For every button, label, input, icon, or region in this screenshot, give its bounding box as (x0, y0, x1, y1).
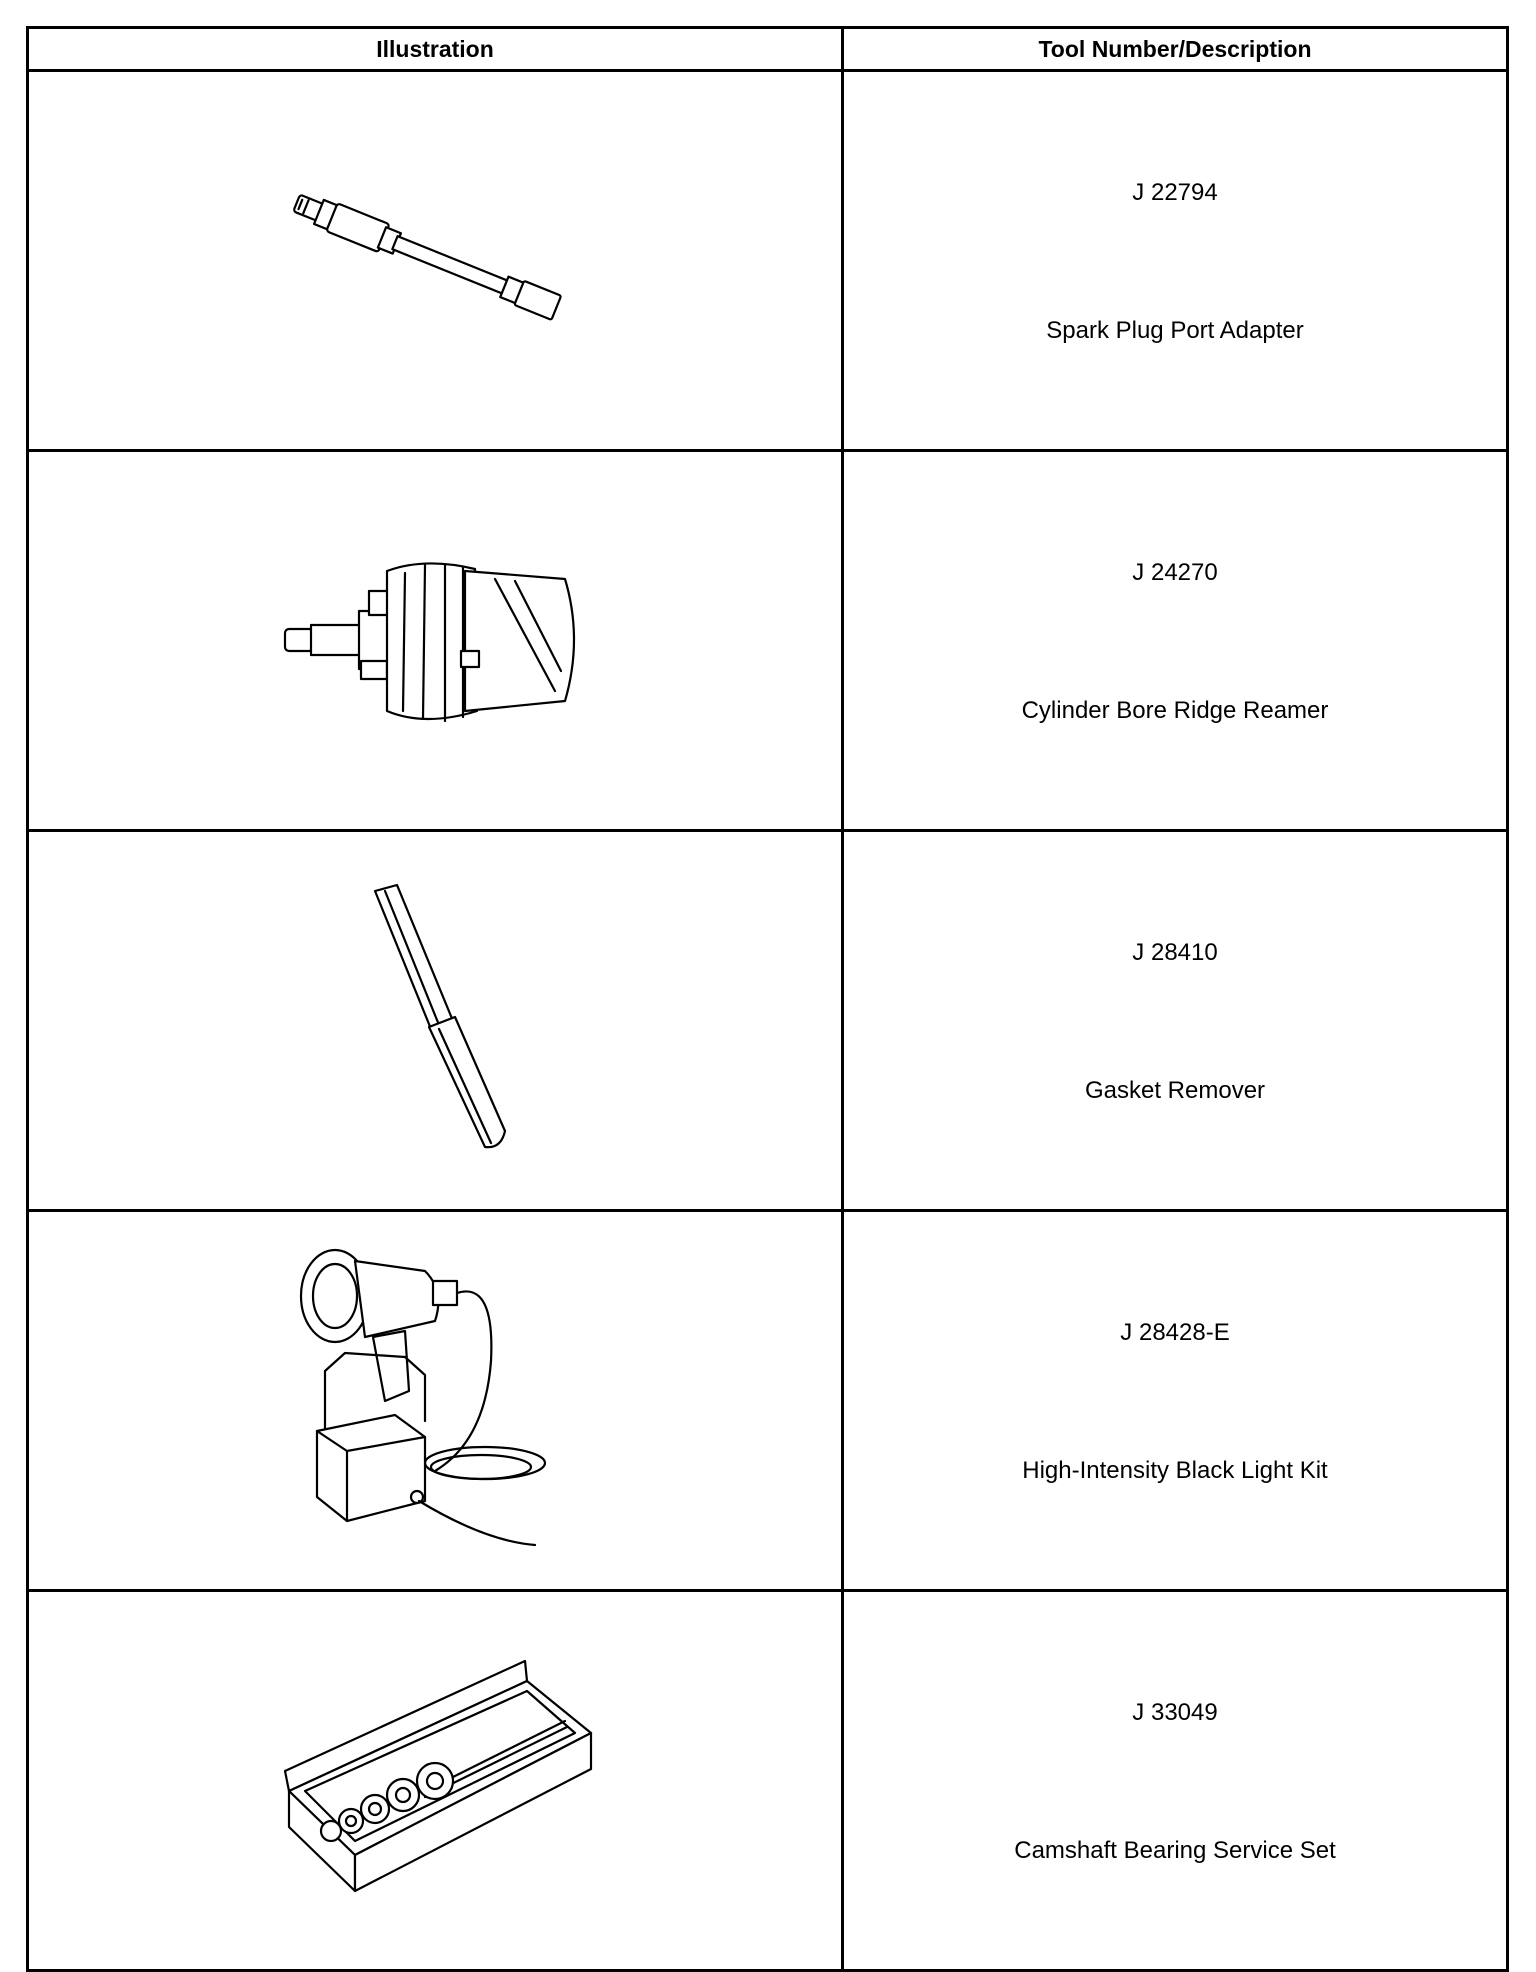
illustration-cell (26, 69, 844, 452)
description-cell: J 24270 Cylinder Bore Ridge Reamer (841, 449, 1509, 832)
table-row: J 28428-E High-Intensity Black Light Kit (26, 1209, 1509, 1592)
tool-header: Tool Number/Description (841, 26, 1509, 72)
camshaft-bearing-set-icon (283, 1659, 593, 1892)
spark-plug-port-adapter-icon (293, 193, 562, 320)
illustration-cell (26, 1209, 844, 1592)
table-row: J 22794 Spark Plug Port Adapter (26, 69, 1509, 452)
gasket-remover-icon (373, 883, 507, 1148)
header-row: Illustration Tool Number/Description (26, 26, 1509, 72)
table-row: J 28410 Gasket Remover (26, 829, 1509, 1212)
table-row: J 24270 Cylinder Bore Ridge Reamer (26, 449, 1509, 832)
illustration-cell (26, 1589, 844, 1972)
tool-description: Camshaft Bearing Service Set (1014, 1837, 1336, 1864)
illustration-header: Illustration (26, 26, 844, 72)
table-row: J 33049 Camshaft Bearing Service Set (26, 1589, 1509, 1972)
ridge-reamer-icon (283, 561, 576, 722)
black-light-kit-icon (299, 1248, 547, 1546)
illustration-cell (26, 449, 844, 832)
description-cell: J 33049 Camshaft Bearing Service Set (841, 1589, 1509, 1972)
tools-table: Illustration Tool Number/Description (26, 26, 1509, 1972)
description-cell: J 22794 Spark Plug Port Adapter (841, 69, 1509, 452)
description-cell: J 28410 Gasket Remover (841, 829, 1509, 1212)
tool-number: J 28410 (1132, 939, 1218, 966)
tool-description: Spark Plug Port Adapter (1046, 317, 1304, 344)
tool-number: J 33049 (1132, 1699, 1218, 1726)
illustration-cell (26, 829, 844, 1212)
tool-description: Gasket Remover (1084, 1077, 1266, 1104)
tool-description: High-Intensity Black Light Kit (1022, 1457, 1328, 1484)
tool-number: J 28428-E (1120, 1319, 1230, 1346)
tool-description: Cylinder Bore Ridge Reamer (1021, 697, 1329, 724)
tool-number: J 22794 (1132, 179, 1218, 206)
description-cell: J 28428-E High-Intensity Black Light Kit (841, 1209, 1509, 1592)
tool-number: J 24270 (1132, 559, 1218, 586)
